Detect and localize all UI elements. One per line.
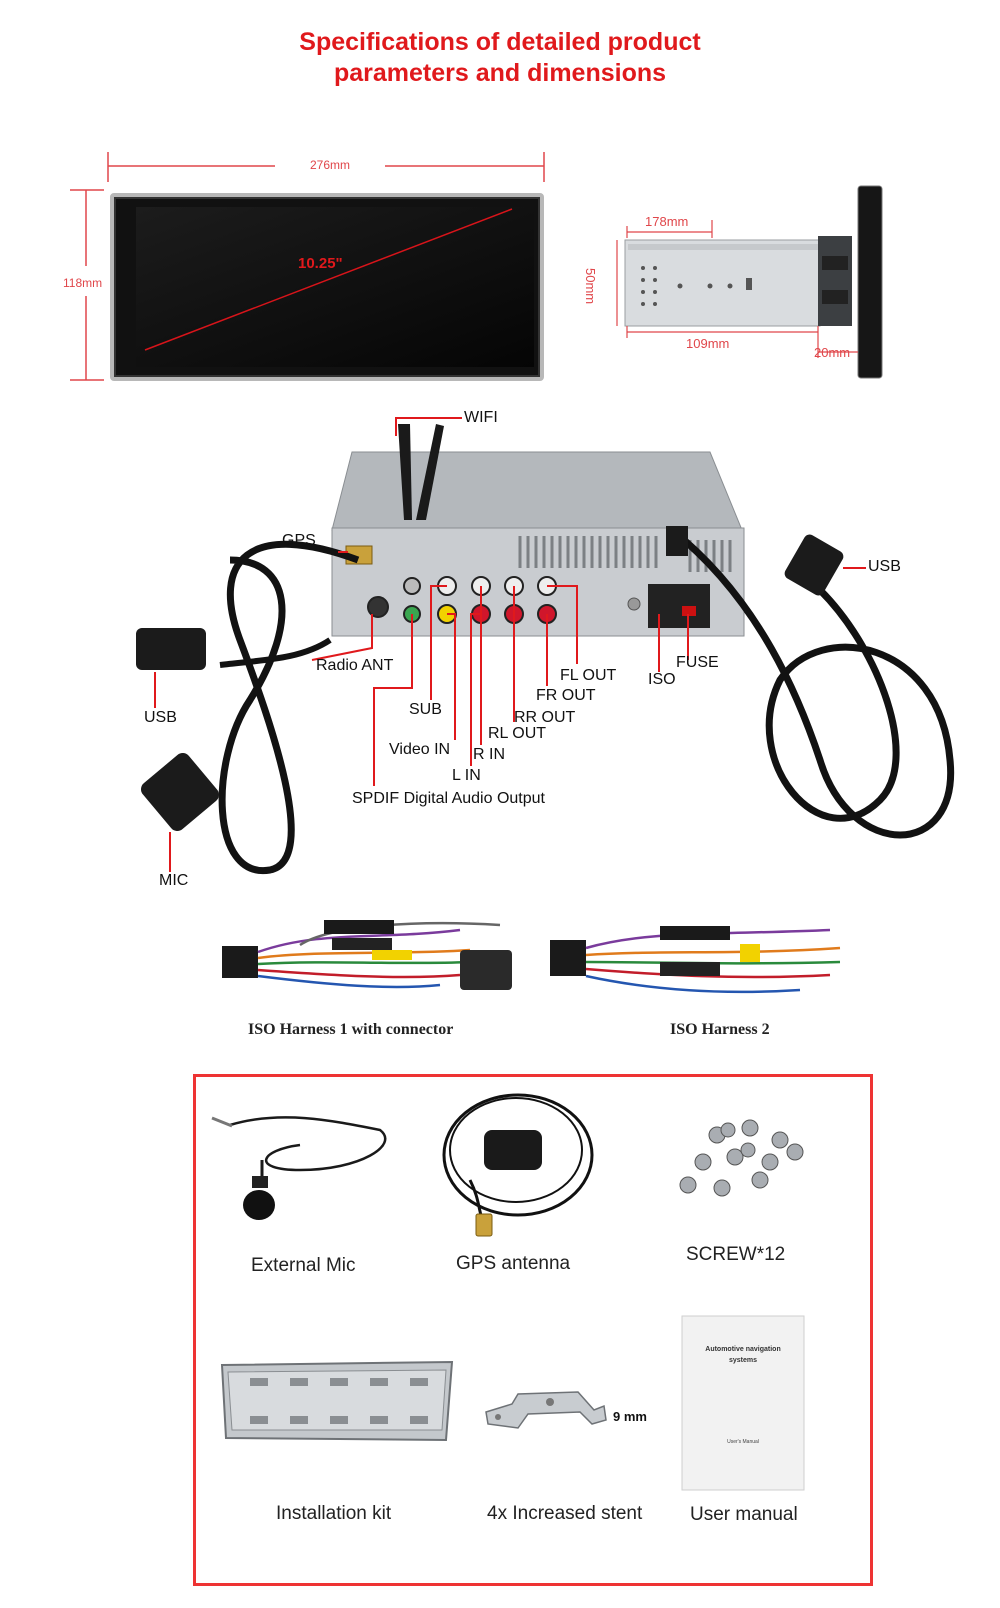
gps-antenna-image	[442, 1093, 594, 1237]
head-unit-screen	[110, 193, 544, 381]
label-harness-2: ISO Harness 2	[670, 1021, 770, 1038]
height-dimension: 118mm	[63, 276, 103, 290]
label-screw: SCREW*12	[686, 1244, 786, 1265]
label-spdif: SPDIF Digital Audio Output	[352, 790, 545, 807]
depth-dimension: 178mm	[645, 214, 689, 229]
page-title: Specifications of detailed product param…	[0, 27, 1000, 89]
screen-display	[136, 207, 534, 367]
label-wifi: WIFI	[464, 409, 498, 426]
manual-cover-subtitle: User's Manual	[727, 1439, 759, 1445]
front-dimension-lines	[70, 152, 545, 381]
label-harness-1: ISO Harness 1 with connector	[248, 1021, 454, 1038]
label-usb-right: USB	[868, 558, 901, 575]
label-sub: SUB	[409, 701, 442, 718]
manual-cover-title-line-2: systems	[728, 1357, 758, 1364]
rear-panel-illustration	[136, 417, 955, 874]
label-radio-ant: Radio ANT	[316, 657, 394, 674]
label-gps: GPS	[282, 532, 316, 549]
label-l-in: L IN	[452, 767, 481, 784]
label-r-in: R IN	[473, 746, 505, 763]
bezel-depth-dimension: 20mm	[814, 345, 851, 360]
label-installation-kit: Installation kit	[276, 1503, 392, 1524]
manual-cover-title-line-1: Automotive navigation	[705, 1346, 781, 1353]
diagonal-line	[144, 208, 513, 351]
user-manual-image	[681, 1315, 805, 1491]
title-line-1: Specifications of detailed product	[299, 28, 701, 56]
external-mic-image	[211, 1116, 387, 1220]
label-iso: ISO	[648, 671, 676, 688]
stent-image	[485, 1391, 607, 1429]
label-rl-out: RL OUT	[488, 725, 547, 742]
width-dimension: 276mm	[310, 158, 351, 172]
label-fr-out: FR OUT	[536, 687, 596, 704]
diagonal-label: 10.25"	[298, 255, 343, 272]
installation-kit-image	[220, 1360, 454, 1442]
label-fuse: FUSE	[676, 654, 719, 671]
screws-image	[679, 1119, 804, 1197]
manual-cover-title: Automotive navigation systems	[682, 1344, 804, 1366]
label-stent: 4x Increased stent	[487, 1503, 643, 1524]
iso-harness-images	[222, 920, 841, 994]
mount-depth-dimension: 109mm	[686, 336, 730, 351]
stent-dimension: 9 mm	[613, 1409, 647, 1424]
label-gps-antenna: GPS antenna	[456, 1253, 571, 1274]
label-user-manual: User manual	[690, 1504, 798, 1525]
side-view-unit	[616, 185, 883, 379]
label-usb-left: USB	[144, 709, 177, 726]
label-mic: MIC	[159, 872, 189, 889]
label-external-mic: External Mic	[251, 1255, 356, 1276]
title-line-2: parameters and dimensions	[333, 59, 667, 87]
label-fl-out: FL OUT	[560, 667, 617, 684]
iso-harness-2-image	[550, 926, 841, 994]
label-video-in: Video IN	[389, 741, 451, 758]
iso-harness-1-image	[222, 920, 512, 990]
accessories-box	[193, 1074, 873, 1586]
label-rr-out: RR OUT	[514, 709, 576, 726]
